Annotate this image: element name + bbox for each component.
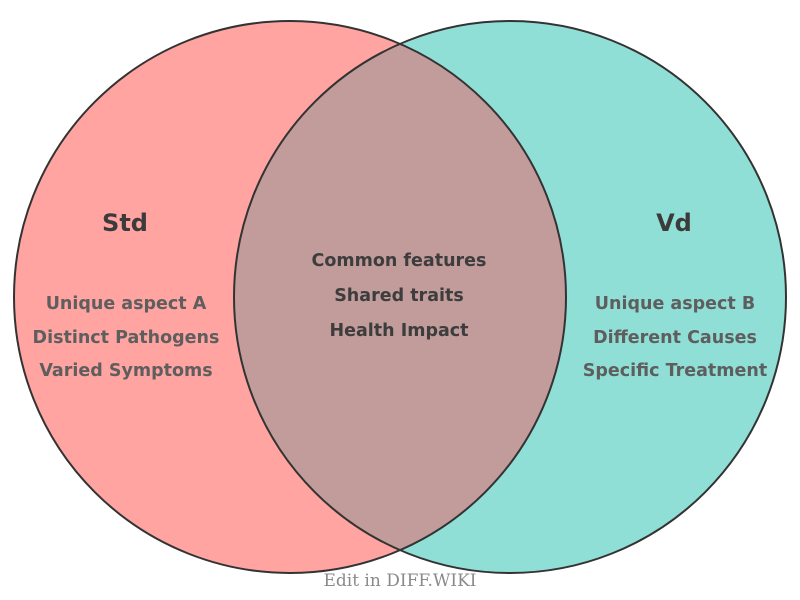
right-set-item: Specific Treatment (583, 361, 767, 381)
right-set-circle-outline (233, 20, 787, 574)
left-set-title: Std (102, 209, 148, 237)
overlap-item: Health Impact (329, 321, 468, 341)
overlap-item: Shared traits (334, 286, 464, 306)
right-set-item: Unique aspect B (595, 294, 755, 314)
edit-in-diffwiki-link[interactable]: Edit in DIFF.WIKI (323, 571, 476, 591)
right-set-item: Different Causes (593, 328, 757, 348)
left-set-circle-outline (13, 20, 567, 574)
left-set-item: Varied Symptoms (39, 361, 212, 381)
overlap-item: Common features (312, 251, 487, 271)
right-set-title: Vd (656, 209, 692, 237)
left-set-item: Distinct Pathogens (33, 328, 220, 348)
left-set-item: Unique aspect A (46, 294, 207, 314)
overlap-region (234, 44, 566, 550)
